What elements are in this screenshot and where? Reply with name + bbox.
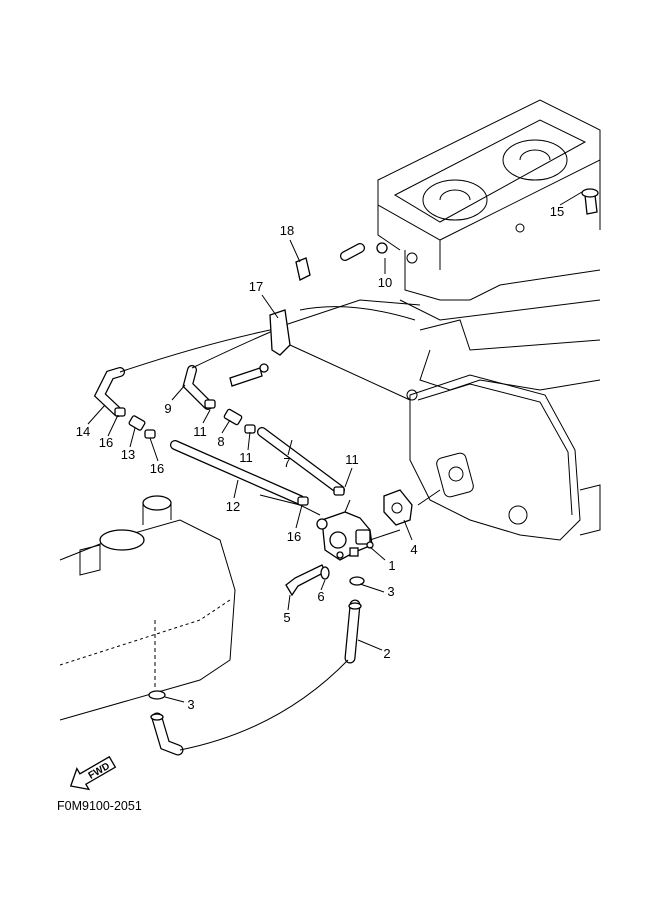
gear-case-cover <box>406 374 601 541</box>
callout-13: 13 <box>121 447 135 462</box>
oil-pump <box>316 511 374 561</box>
callout-11: 11 <box>345 452 359 467</box>
callout-11: 11 <box>239 450 253 465</box>
callout-3: 3 <box>187 697 194 712</box>
engine-block <box>377 99 601 391</box>
bolt-washer-clamps <box>148 564 365 700</box>
callout-labels: 18 17 10 15 9 14 16 13 16 11 8 11 7 11 1… <box>76 204 564 712</box>
hoses <box>93 243 421 756</box>
fittings <box>114 188 599 506</box>
fwd-label: FWD <box>87 761 112 782</box>
callout-17: 17 <box>249 279 263 294</box>
callout-16: 16 <box>287 529 301 544</box>
callout-8: 8 <box>217 434 224 449</box>
callout-9: 9 <box>164 401 171 416</box>
callout-14: 14 <box>76 424 90 439</box>
callout-7: 7 <box>283 455 290 470</box>
drawing-code: F0M9100-2051 <box>57 799 142 813</box>
callout-5: 5 <box>283 610 290 625</box>
callout-4: 4 <box>410 542 417 557</box>
leader-lines <box>87 191 583 703</box>
callout-6: 6 <box>317 589 324 604</box>
callout-11: 11 <box>193 424 207 439</box>
callout-16: 16 <box>150 461 164 476</box>
callout-12: 12 <box>226 499 240 514</box>
callout-10: 10 <box>378 275 392 290</box>
callout-15: 15 <box>550 204 564 219</box>
callout-16: 16 <box>99 435 113 450</box>
callout-1: 1 <box>388 558 395 573</box>
fwd-arrow-icon: FWD <box>69 755 117 791</box>
callout-3: 3 <box>387 584 394 599</box>
oil-tank <box>59 495 236 721</box>
callout-18: 18 <box>280 223 294 238</box>
gasket <box>383 489 413 526</box>
callout-2: 2 <box>383 646 390 661</box>
